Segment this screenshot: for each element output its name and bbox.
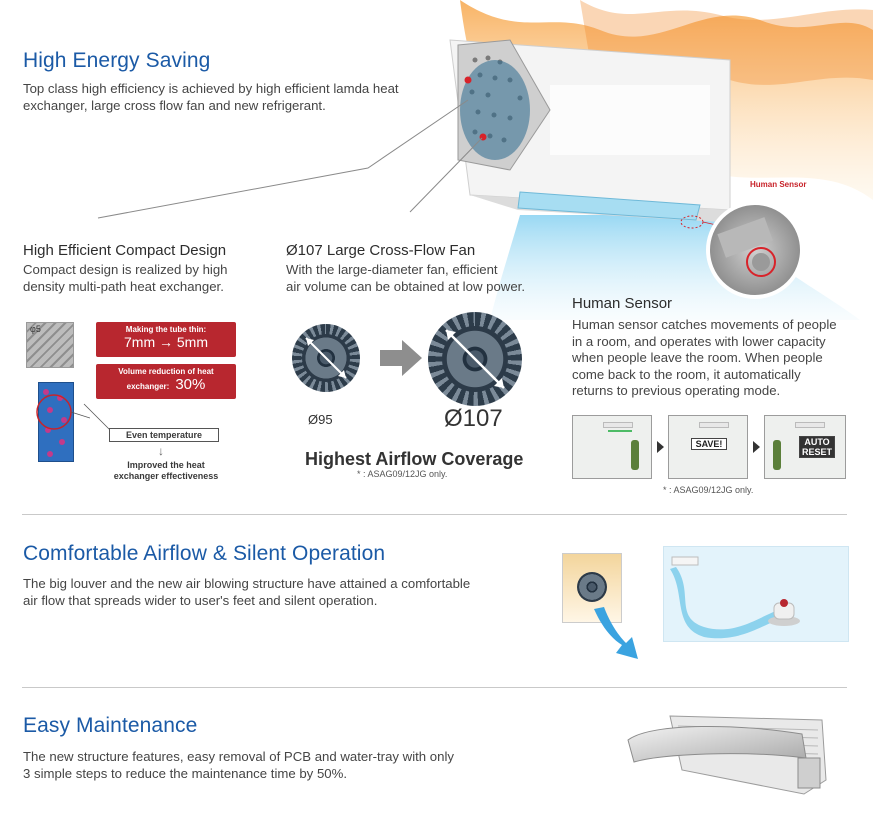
step-arrow-icon (753, 441, 760, 453)
section-divider (22, 687, 847, 688)
tube-box-value: 7mm → 5mm (124, 334, 208, 350)
person-icon (631, 440, 639, 470)
tube-dim-label: φ5 (30, 324, 41, 334)
even-temp-connector (83, 403, 113, 433)
sensor-title: Human Sensor (572, 295, 673, 312)
sensor-body: Human sensor catches movements of people… (572, 317, 837, 398)
tube-illustration (26, 322, 74, 368)
volume-box-title: Volume reduction of heat (118, 367, 214, 376)
exchanger-dots (36, 389, 90, 457)
tube-thin-box: Making the tube thin: 7mm → 5mm (96, 322, 236, 357)
sensor-step-2-panel: SAVE! (668, 415, 748, 479)
fan-title: Ø107 Large Cross-Flow Fan (286, 242, 476, 259)
volume-box-label: exchanger: (126, 382, 170, 391)
auto-reset-badge: AUTO RESET (799, 436, 835, 458)
improved-label: Improved the heat exchanger effectivenes… (113, 460, 219, 481)
small-fan-icon (292, 324, 360, 392)
large-fan-icon (428, 312, 522, 406)
small-fan-label: Ø95 (308, 412, 333, 427)
room-airflow-illustration (663, 546, 849, 642)
airflow-body: The big louver and the new air blowing s… (23, 576, 471, 608)
hero-illustration (449, 0, 873, 320)
tube-box-title: Making the tube thin: (125, 325, 207, 334)
callout-lines (97, 99, 483, 219)
step-arrow-icon (657, 441, 664, 453)
maintenance-title: Easy Maintenance (23, 714, 198, 737)
volume-box: Volume reduction of heat exchanger: 30% (96, 364, 236, 399)
airflow-arrow-icon (594, 607, 638, 659)
coverage-title: Highest Airflow Coverage (305, 449, 524, 469)
human-sensor-callout: Human Sensor (750, 180, 807, 189)
energy-title: High Energy Saving (23, 49, 211, 72)
compact-body: Compact design is realized by high densi… (23, 262, 228, 294)
section-divider (22, 514, 847, 515)
save-badge: SAVE! (691, 438, 727, 450)
sensor-step-3-panel: AUTO RESET (764, 415, 846, 479)
down-arrow-icon: ↓ (158, 444, 164, 458)
volume-box-value: 30% (175, 376, 206, 393)
open-unit-illustration (627, 715, 827, 795)
louver-illustration (562, 553, 622, 623)
maintenance-body: The new structure features, easy removal… (23, 749, 454, 781)
person-icon (773, 440, 781, 470)
grow-arrow-icon (380, 340, 422, 376)
fan-body: With the large-diameter fan, efficient a… (286, 262, 525, 294)
even-temp-label: Even temperature (109, 428, 219, 442)
compact-title: High Efficient Compact Design (23, 242, 227, 259)
airflow-title: Comfortable Airflow & Silent Operation (23, 542, 386, 565)
sensor-step-1-panel (572, 415, 652, 479)
sensor-note: * : ASAG09/12JG only. (663, 485, 754, 495)
large-fan-label: Ø107 (444, 405, 503, 432)
energy-body: Top class high efficiency is achieved by… (23, 81, 399, 113)
fan-note: * : ASAG09/12JG only. (357, 469, 448, 479)
